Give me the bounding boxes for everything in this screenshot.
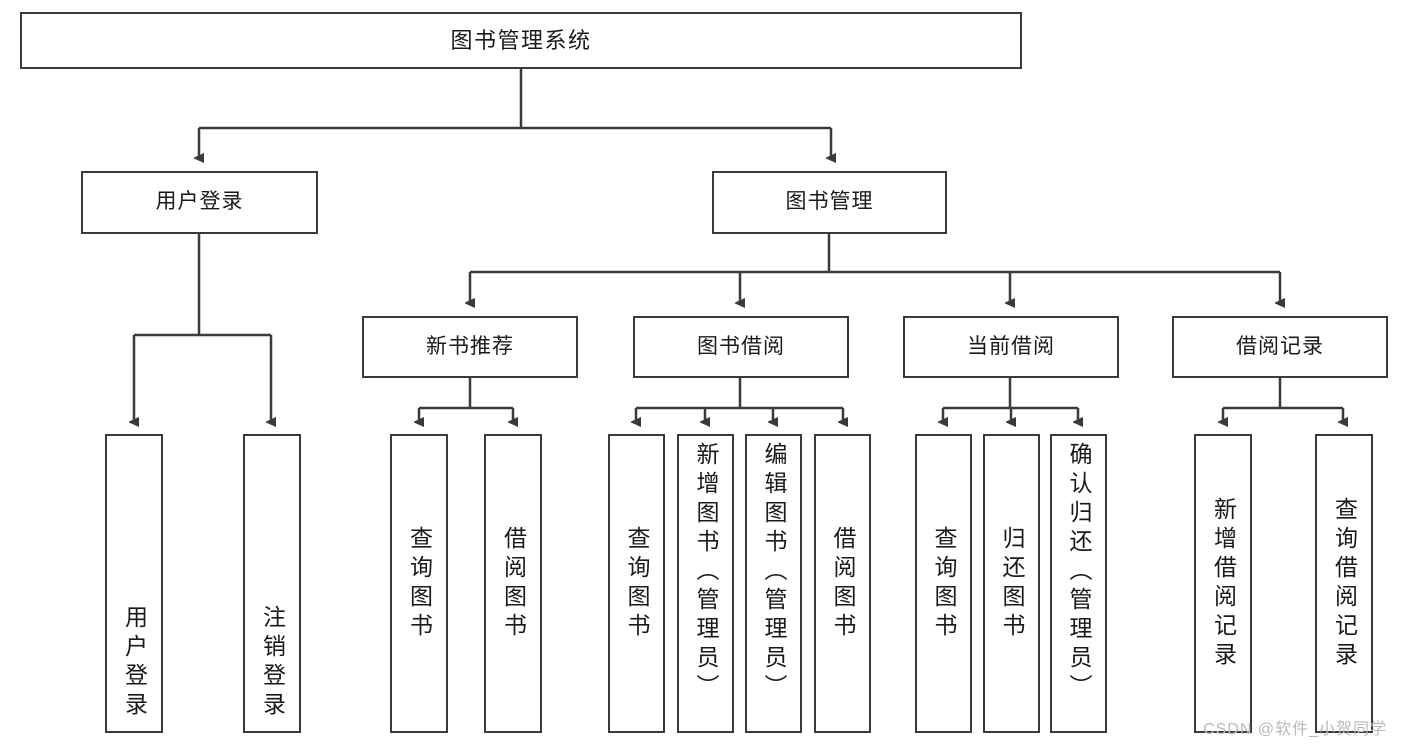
leaf-confirm-return-label: 确认归还（管理员） <box>1066 442 1092 703</box>
node-new-book-recommend-label: 新书推荐 <box>426 334 514 358</box>
node-current-borrow-label: 当前借阅 <box>967 334 1055 358</box>
node-book-manage[interactable]: 图书管理 <box>712 171 947 234</box>
leaf-add-book-label: 新增图书（管理员） <box>693 442 719 703</box>
leaf-query-book-2[interactable]: 查询图书 <box>608 434 665 733</box>
node-borrow-record[interactable]: 借阅记录 <box>1172 316 1388 378</box>
node-book-manage-label: 图书管理 <box>785 190 874 214</box>
leaf-confirm-return[interactable]: 确认归还（管理员） <box>1050 434 1107 733</box>
leaf-user-login-label: 用户登录 <box>121 605 148 721</box>
node-user-login-label: 用户登录 <box>155 190 244 214</box>
watermark: CSDN @软件_小贺同学 <box>1203 721 1387 738</box>
node-borrow-record-label: 借阅记录 <box>1236 334 1324 358</box>
leaf-user-login[interactable]: 用户登录 <box>105 434 163 733</box>
leaf-borrow-book-2-label: 借阅图书 <box>830 525 856 642</box>
leaf-edit-book-label: 编辑图书（管理员） <box>761 442 787 703</box>
leaf-borrow-book-1-label: 借阅图书 <box>500 525 527 642</box>
leaf-query-book-3-label: 查询图书 <box>931 525 957 642</box>
leaf-borrow-book-1[interactable]: 借阅图书 <box>484 434 542 733</box>
leaf-add-record[interactable]: 新增借阅记录 <box>1194 434 1252 733</box>
leaf-return-book-label: 归还图书 <box>999 525 1025 642</box>
node-book-borrow-label: 图书借阅 <box>697 334 785 358</box>
leaf-logout-label: 注销登录 <box>259 605 286 721</box>
leaf-query-book-2-label: 查询图书 <box>624 525 650 642</box>
node-root[interactable]: 图书管理系统 <box>20 12 1022 69</box>
leaf-return-book[interactable]: 归还图书 <box>983 434 1040 733</box>
node-current-borrow[interactable]: 当前借阅 <box>903 316 1119 378</box>
leaf-borrow-book-2[interactable]: 借阅图书 <box>814 434 871 733</box>
leaf-query-book-1-label: 查询图书 <box>406 525 433 642</box>
leaf-edit-book[interactable]: 编辑图书（管理员） <box>745 434 802 733</box>
node-user-login[interactable]: 用户登录 <box>81 171 318 234</box>
leaf-query-book-1[interactable]: 查询图书 <box>390 434 448 733</box>
leaf-add-record-label: 新增借阅记录 <box>1210 496 1237 671</box>
node-root-label: 图书管理系统 <box>450 27 592 53</box>
leaf-logout[interactable]: 注销登录 <box>243 434 301 733</box>
node-book-borrow[interactable]: 图书借阅 <box>633 316 849 378</box>
leaf-query-book-3[interactable]: 查询图书 <box>915 434 972 733</box>
leaf-query-record-label: 查询借阅记录 <box>1331 496 1358 671</box>
leaf-add-book[interactable]: 新增图书（管理员） <box>677 434 734 733</box>
leaf-query-record[interactable]: 查询借阅记录 <box>1315 434 1373 733</box>
node-new-book-recommend[interactable]: 新书推荐 <box>362 316 578 378</box>
